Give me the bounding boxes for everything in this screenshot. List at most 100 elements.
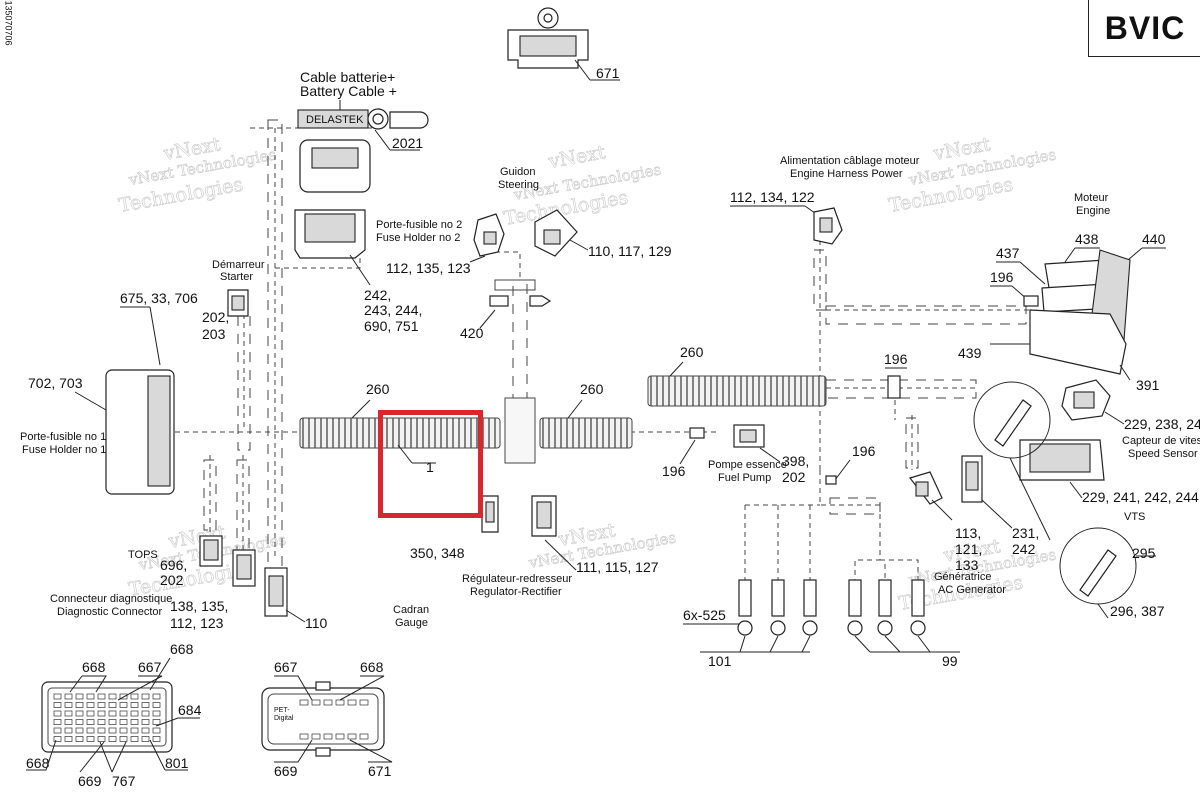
pin-cavity	[130, 693, 139, 700]
label-c1-668b: 668	[170, 641, 194, 657]
label-ground-size: 6x-525	[683, 607, 726, 623]
label-fuse-holder-1: Fuse Holder no 1	[22, 444, 106, 456]
label-tube-mid: 260	[580, 381, 604, 397]
vts-connector: 229, 241, 242, 244 VTS	[1019, 439, 1199, 523]
pin-cavity	[53, 736, 62, 742]
label-tops-nums: 202	[160, 572, 184, 588]
connector-671: 671	[507, 7, 620, 81]
pin-cavity	[108, 727, 117, 734]
highlighted-harness-item-1[interactable]	[378, 410, 483, 518]
brand-box: BVIC	[1088, 0, 1200, 57]
tops-connector: TOPS 696, 202	[128, 535, 223, 588]
label-engine: Engine	[1076, 205, 1110, 217]
label-gen-nums: 121,	[955, 541, 982, 557]
label-tube-right: 260	[680, 344, 704, 360]
ring-terminal-icon	[847, 620, 863, 636]
pin-cavity	[64, 702, 73, 708]
label-tops: TOPS	[128, 549, 158, 561]
label-regulator: Regulator-Rectifier	[470, 586, 562, 598]
pin-cavity	[323, 699, 333, 706]
generator-connectors: 113, 121, 133 Génératrice AC Generator 2…	[908, 455, 1039, 596]
regulator-rectifier-connector: 350, 348 Régulateur-redresseur Regulator…	[410, 495, 572, 598]
pin-cavity	[130, 710, 139, 717]
pin-grid	[53, 693, 161, 742]
label-starter: Starter	[220, 271, 253, 283]
label-2021: 2021	[392, 135, 423, 151]
pin-cavity	[347, 699, 357, 706]
fuse-holder-2: Porte-fusible no 2 Fuse Holder no 2 242,…	[294, 209, 462, 334]
label-tops-nums: 696,	[160, 557, 187, 573]
label-gen-nums: 113,	[955, 525, 981, 541]
label-fuel-nums: 202	[782, 469, 806, 485]
label-fuse2-nums: 243, 244,	[364, 302, 422, 318]
convoluted-tubes	[299, 279, 827, 464]
label-eng-harness-nums: 112, 134, 122	[730, 189, 815, 205]
pin-cavity	[359, 699, 369, 706]
label-moteur: Moteur	[1074, 192, 1109, 204]
pin-cavity	[86, 702, 95, 708]
label-regulateur: Régulateur-redresseur	[462, 573, 572, 585]
pin-cavity	[53, 693, 62, 700]
pin-cavity	[108, 702, 117, 708]
label-196-c: 196	[884, 351, 908, 367]
pin-cavity	[141, 710, 150, 717]
harness-junction	[504, 397, 536, 464]
pin-cavity	[152, 727, 161, 734]
label-steer-left: 112, 135, 123	[386, 260, 471, 276]
pin-cavity	[152, 702, 161, 708]
label-pompe-essence: Pompe essence	[708, 459, 787, 471]
pin-cavity	[108, 719, 117, 725]
pin-cavity	[141, 693, 150, 700]
label-196-a: 196	[662, 463, 686, 479]
label-gauge-nums: 111, 115, 127	[576, 559, 659, 575]
speed-sensor: 229, 238, 242 Capteur de vitesse Speed S…	[1061, 379, 1200, 460]
pin-cavity	[152, 693, 161, 700]
pin-cavity	[86, 736, 95, 742]
pin-cavity	[108, 693, 117, 700]
label-196-b: 196	[990, 269, 1014, 285]
pin-cavity	[141, 702, 150, 708]
pin-cavity	[75, 693, 84, 700]
junction-196: 196 196	[825, 351, 908, 485]
diagnostic-connector: Connecteur diagnostique Diagnostic Conne…	[50, 549, 256, 631]
pin-cavity	[97, 719, 106, 725]
pin-cavity	[53, 702, 62, 708]
label-guidon: Guidon	[500, 166, 535, 178]
fuse-holder-1: 675, 33, 706 702, 703 Porte-fusible no 1…	[20, 290, 198, 495]
label-c1-767: 767	[112, 773, 136, 789]
label-c2-tag: Digital	[274, 715, 294, 722]
label-generatrice: Génératrice	[934, 571, 991, 583]
label-speed-nums: 229, 238, 242	[1124, 416, 1200, 432]
pin-cavity	[130, 736, 139, 742]
pin-cavity	[64, 719, 73, 725]
label-speed-sensor: Speed Sensor	[1128, 448, 1198, 460]
label-fuse-holder-2: Fuse Holder no 2	[376, 232, 460, 244]
pin-cavity	[97, 736, 106, 742]
pin-cavity	[119, 710, 128, 717]
ring-terminal-icon	[802, 620, 818, 636]
label-battery-cable: Battery Cable +	[300, 83, 397, 99]
relay-block	[299, 139, 371, 193]
label-c2-tag: PET-	[274, 707, 290, 714]
pin-cavity	[130, 727, 139, 734]
label-c1-668c: 668	[26, 755, 50, 771]
label-diagnostic: Diagnostic Connector	[57, 606, 163, 618]
pin-cavity	[64, 727, 73, 734]
label-110: 110	[305, 615, 328, 631]
label-porte-fusible-1: Porte-fusible no 1	[20, 431, 106, 443]
pin-cavity	[323, 733, 333, 740]
label-item-1: 1	[426, 459, 434, 475]
pin-cavity	[75, 710, 84, 717]
pin-cavity	[152, 710, 161, 717]
pin-cavity	[64, 736, 73, 742]
connector-face-left: 668 667 668 684 668 669 767 801	[26, 641, 202, 789]
label-starter-nums: 203	[202, 326, 226, 342]
label-440: 440	[1142, 231, 1166, 247]
pin-cavity	[53, 719, 62, 725]
pin-cavity	[152, 736, 161, 742]
pin-cavity	[311, 733, 321, 740]
label-c1-667: 667	[138, 659, 162, 675]
label-c2-671: 671	[368, 763, 392, 779]
pin-grid	[299, 699, 369, 740]
label-fuse1-side: 702, 703	[28, 375, 83, 391]
